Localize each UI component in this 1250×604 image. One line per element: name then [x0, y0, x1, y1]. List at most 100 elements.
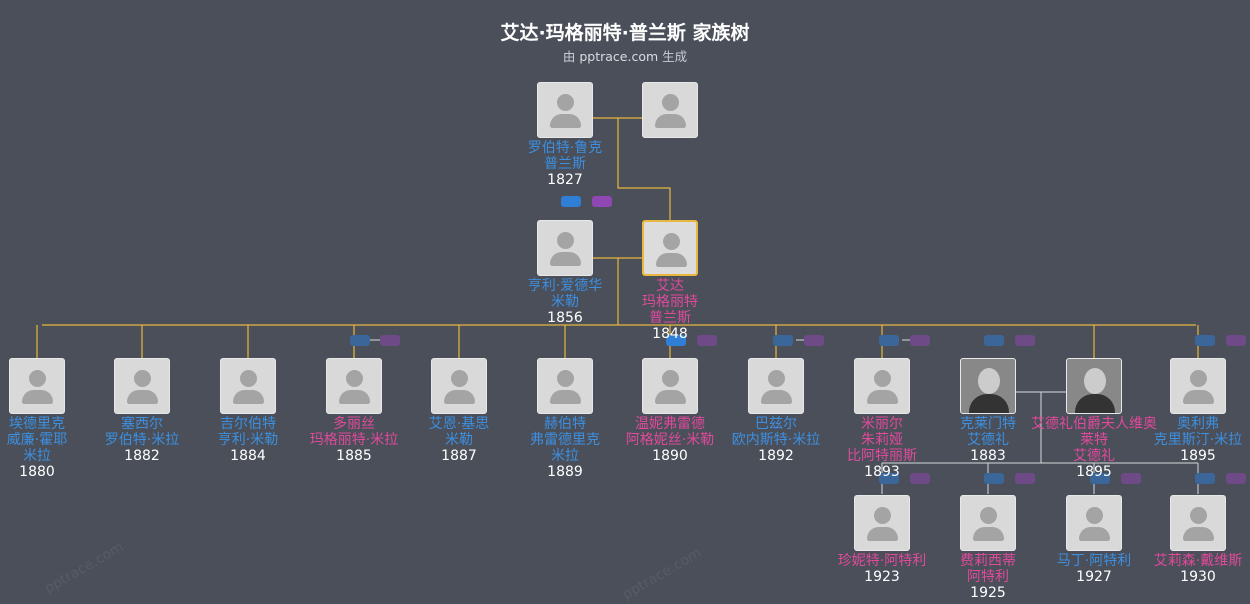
- birth-year: 1927: [1076, 569, 1112, 585]
- person-name[interactable]: 米丽尔朱莉娅比阿特丽斯: [847, 416, 917, 464]
- person-name[interactable]: 珍妮特·阿特利: [837, 553, 927, 569]
- person-avatar-icon[interactable]: [537, 220, 593, 276]
- expand-male-toggle[interactable]: [666, 335, 686, 346]
- person-name[interactable]: 巴兹尔欧内斯特·米拉: [731, 416, 821, 448]
- expand-male-toggle[interactable]: [879, 473, 899, 484]
- expand-male-toggle[interactable]: [1090, 473, 1110, 484]
- person-avatar-icon[interactable]: [854, 358, 910, 414]
- birth-year: 1885: [336, 448, 372, 464]
- person-avatar-icon[interactable]: [854, 495, 910, 551]
- birth-year: 1848: [652, 326, 688, 342]
- birth-year: 1892: [758, 448, 794, 464]
- person-name[interactable]: 埃德里克威廉·霍耶米拉: [6, 416, 68, 464]
- birth-year: 1883: [970, 448, 1006, 464]
- person-avatar-icon[interactable]: [642, 220, 698, 276]
- expand-female-toggle[interactable]: [804, 335, 824, 346]
- birth-year: 1893: [864, 464, 900, 480]
- person-name[interactable]: 赫伯特弗雷德里克米拉: [530, 416, 600, 464]
- birth-year: 1884: [230, 448, 266, 464]
- person-avatar-icon[interactable]: [642, 358, 698, 414]
- person-name[interactable]: 艾恩·基思米勒: [428, 416, 490, 448]
- expand-male-toggle[interactable]: [561, 196, 581, 207]
- birth-year: 1890: [652, 448, 688, 464]
- person-name[interactable]: 塞西尔罗伯特·米拉: [104, 416, 180, 448]
- person-avatar-icon[interactable]: [9, 358, 65, 414]
- person-avatar-icon[interactable]: [1170, 495, 1226, 551]
- birth-year: 1880: [19, 464, 55, 480]
- person-name[interactable]: 马丁·阿特利: [1056, 553, 1132, 569]
- expand-female-toggle[interactable]: [1226, 335, 1246, 346]
- person-avatar-icon[interactable]: [960, 495, 1016, 551]
- site-link[interactable]: pptrace.com: [579, 49, 659, 64]
- person-name[interactable]: 克莱门特艾德礼: [960, 416, 1016, 448]
- expand-female-toggle[interactable]: [1226, 473, 1246, 484]
- birth-year: 1827: [547, 172, 583, 188]
- person-name[interactable]: 艾德礼伯爵夫人维奥莱特艾德礼: [1031, 416, 1157, 464]
- expand-male-toggle[interactable]: [773, 335, 793, 346]
- person-photo[interactable]: [960, 358, 1016, 414]
- person-avatar-icon[interactable]: [537, 358, 593, 414]
- expand-male-toggle[interactable]: [879, 335, 899, 346]
- expand-male-toggle[interactable]: [984, 335, 1004, 346]
- person-avatar-icon[interactable]: [537, 82, 593, 138]
- person-name[interactable]: 艾达玛格丽特普兰斯: [642, 278, 698, 326]
- birth-year: 1889: [547, 464, 583, 480]
- birth-year: 1923: [864, 569, 900, 585]
- person-name[interactable]: 亨利·爱德华米勒: [527, 278, 603, 310]
- person-avatar-icon[interactable]: [431, 358, 487, 414]
- descent-line-robert: [617, 118, 671, 220]
- person-avatar-icon[interactable]: [326, 358, 382, 414]
- person-name[interactable]: 温妮弗雷德阿格妮丝·米勒: [625, 416, 715, 448]
- person-name[interactable]: 多丽丝玛格丽特·米拉: [309, 416, 399, 448]
- person-avatar-icon[interactable]: [642, 82, 698, 138]
- person-avatar-icon[interactable]: [1066, 495, 1122, 551]
- expand-female-toggle[interactable]: [380, 335, 400, 346]
- person-avatar-icon[interactable]: [748, 358, 804, 414]
- person-node-robert_spouse[interactable]: [604, 82, 736, 138]
- person-name[interactable]: 吉尔伯特亨利·米勒: [217, 416, 279, 448]
- person-avatar-icon[interactable]: [220, 358, 276, 414]
- expand-female-toggle[interactable]: [910, 473, 930, 484]
- person-avatar-icon[interactable]: [1170, 358, 1226, 414]
- person-photo[interactable]: [1066, 358, 1122, 414]
- person-avatar-icon[interactable]: [114, 358, 170, 414]
- birth-year: 1882: [124, 448, 160, 464]
- expand-female-toggle[interactable]: [697, 335, 717, 346]
- person-name[interactable]: 罗伯特·鲁克普兰斯: [527, 140, 603, 172]
- expand-male-toggle[interactable]: [984, 473, 1004, 484]
- expand-female-toggle[interactable]: [1015, 473, 1035, 484]
- expand-male-toggle[interactable]: [1195, 473, 1215, 484]
- expand-female-toggle[interactable]: [592, 196, 612, 207]
- person-name[interactable]: 奥利弗克里斯汀·米拉: [1153, 416, 1243, 448]
- page-title: 艾达·玛格丽特·普兰斯 家族树: [500, 22, 750, 44]
- expand-male-toggle[interactable]: [1195, 335, 1215, 346]
- birth-year: 1930: [1180, 569, 1216, 585]
- expand-female-toggle[interactable]: [1121, 473, 1141, 484]
- expand-female-toggle[interactable]: [910, 335, 930, 346]
- subtitle-prefix: 由: [562, 49, 580, 64]
- person-name[interactable]: 艾莉森·戴维斯: [1153, 553, 1243, 569]
- person-name[interactable]: 费莉西蒂阿特利: [960, 553, 1016, 585]
- birth-year: 1887: [441, 448, 477, 464]
- expand-male-toggle[interactable]: [350, 335, 370, 346]
- expand-female-toggle[interactable]: [1015, 335, 1035, 346]
